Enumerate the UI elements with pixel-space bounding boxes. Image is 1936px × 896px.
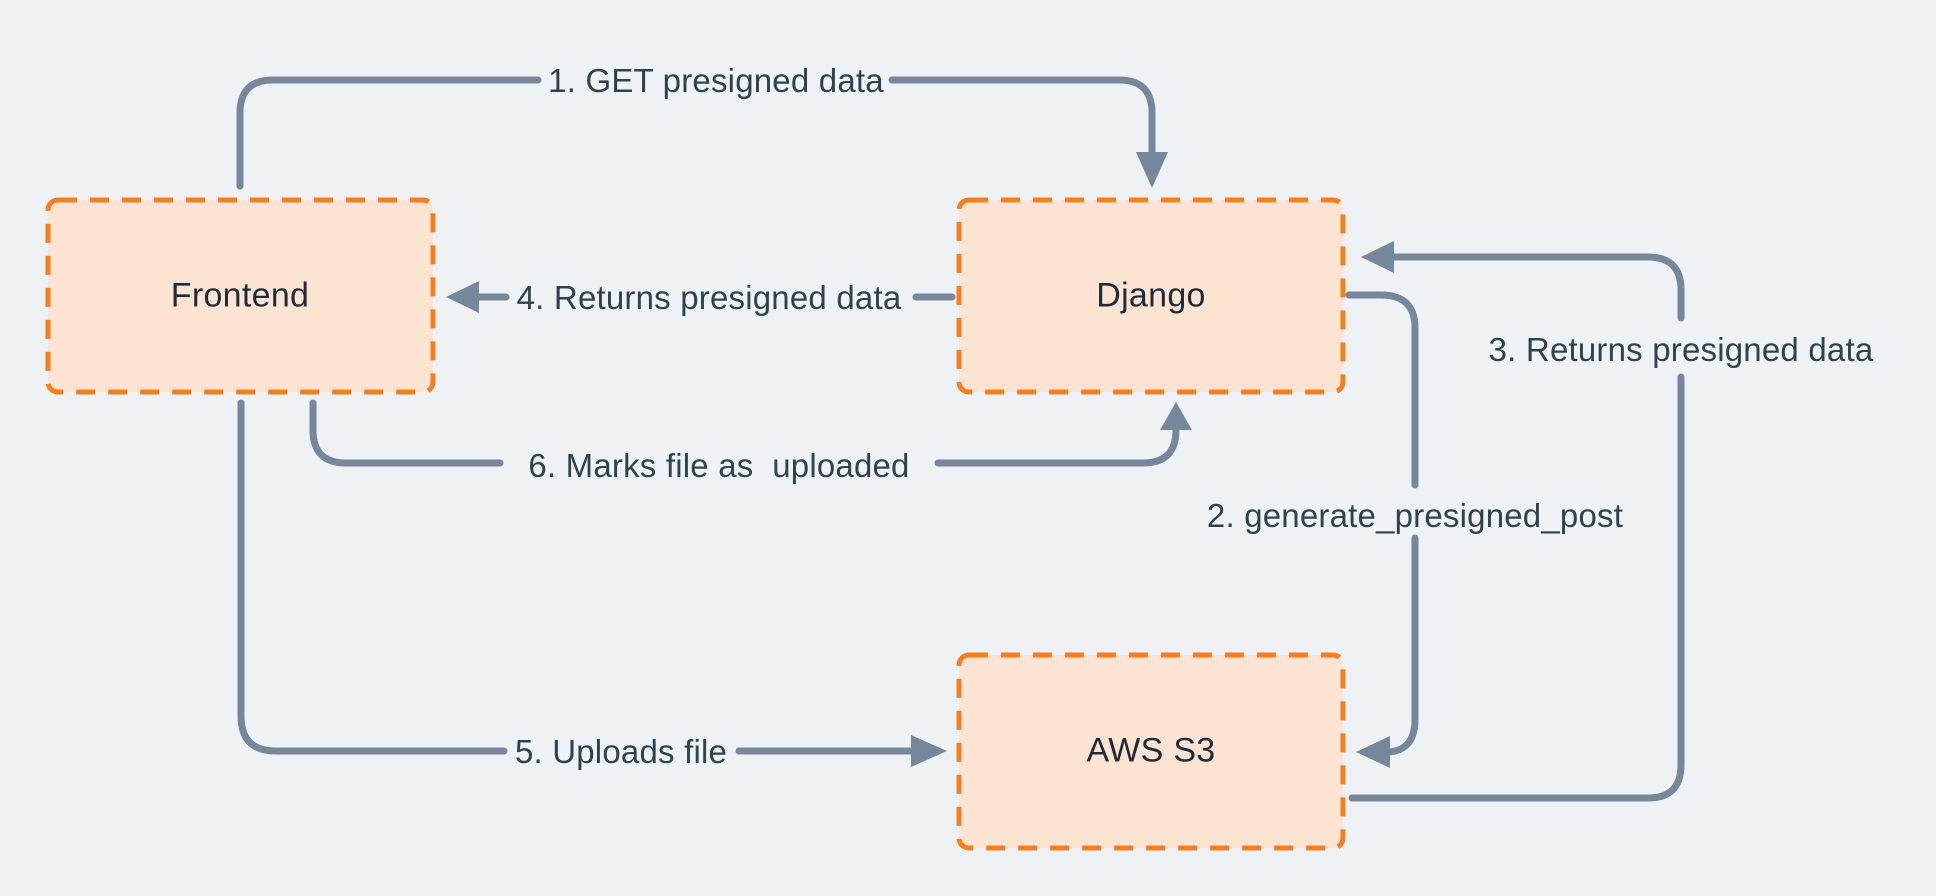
- edges-group: [236, 76, 1685, 802]
- node-frontend-box: [45, 197, 436, 395]
- node-django-box: [956, 197, 1346, 395]
- edge-2-line-start: [1345, 291, 1419, 489]
- node-frontend-label: Frontend: [170, 276, 310, 315]
- edge-6-line-end: [934, 424, 1180, 467]
- edge-1-label: 1. GET presigned data: [548, 62, 884, 99]
- edge-3-label: 3. Returns presigned data: [1488, 331, 1874, 368]
- edge-1-line-start: [236, 76, 542, 190]
- edge-3-line-start: [1348, 373, 1685, 802]
- edge-5-label: 5. Uploads file: [514, 733, 728, 770]
- edge-6-line-start: [309, 399, 504, 467]
- edge-2-label: 2. generate_presigned_post: [1206, 497, 1624, 534]
- edge-2-arrowhead-icon: [1356, 736, 1390, 768]
- edge-3-arrowhead-icon: [1361, 241, 1394, 273]
- edge-1-line-end: [888, 76, 1156, 158]
- edge-5-line-start: [237, 399, 508, 755]
- nodes-group: [45, 197, 1346, 851]
- edge-4-label: 4. Returns presigned data: [516, 279, 902, 316]
- node-aws-s3-label: AWS S3: [1086, 731, 1216, 770]
- edge-2-line-end: [1382, 534, 1419, 756]
- edge-6-arrowhead-icon: [1160, 402, 1192, 430]
- edge-5-arrowhead-icon: [911, 735, 947, 767]
- edge-6-label: 6. Marks file as uploaded: [528, 447, 910, 484]
- node-django-label: Django: [1096, 276, 1206, 315]
- node-aws-s3-box: [956, 652, 1346, 851]
- edge-3-line-end: [1388, 253, 1685, 322]
- edge-4-arrowhead-icon: [446, 281, 479, 313]
- edge-1-arrowhead-icon: [1136, 152, 1168, 188]
